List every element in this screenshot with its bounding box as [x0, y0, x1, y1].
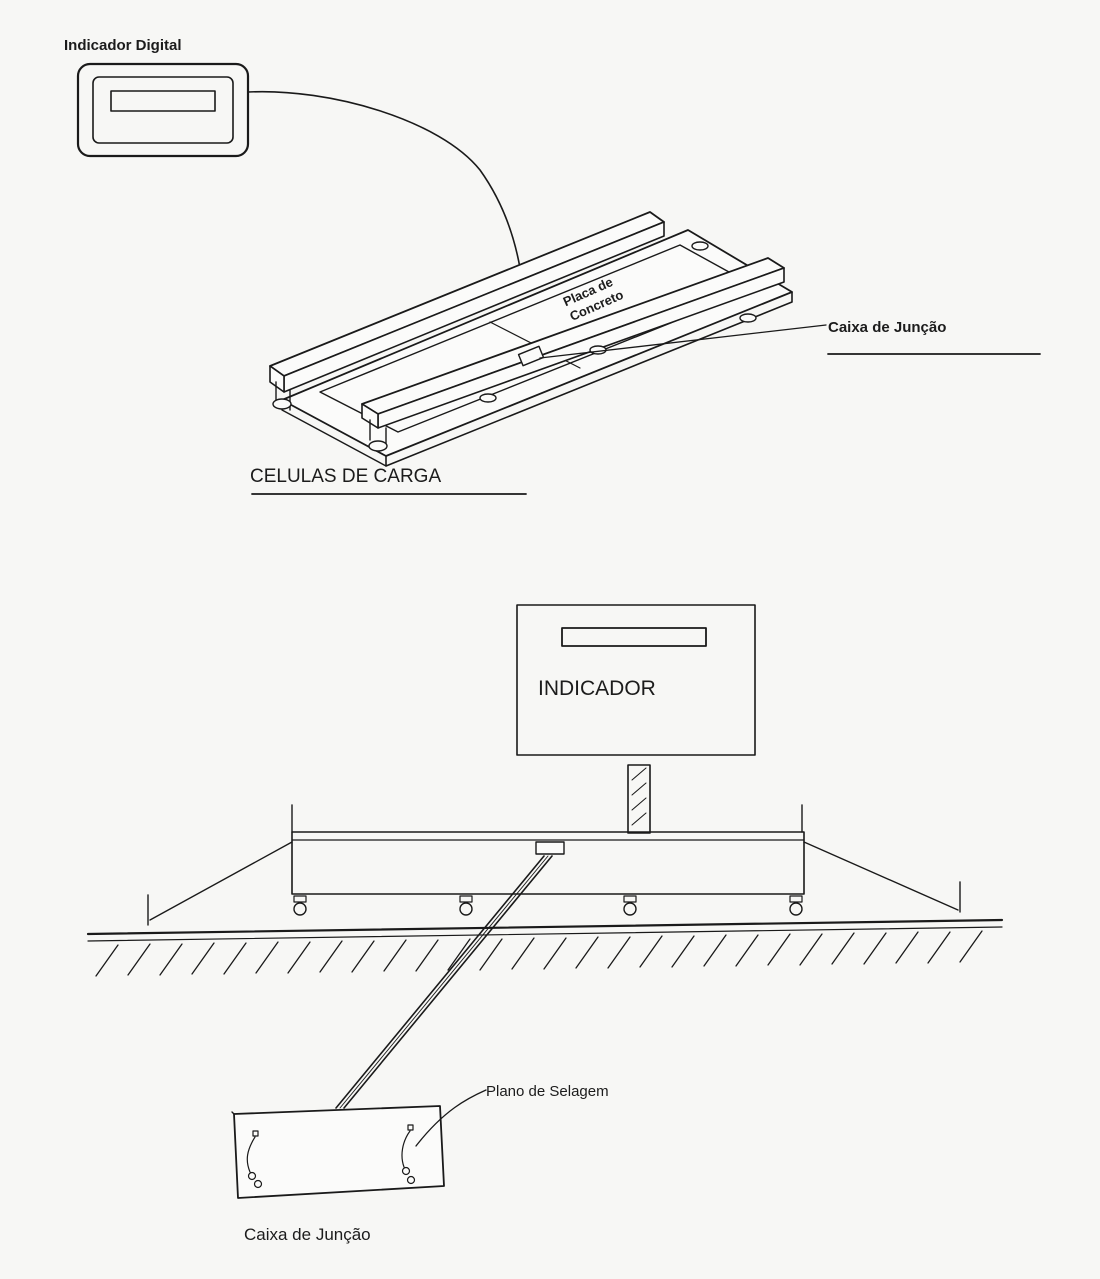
- sealing-points-right: [401, 1124, 416, 1185]
- platform-junction-box: [517, 345, 545, 367]
- weighbridge-platform: [269, 211, 793, 467]
- top-diagram: Indicador Digital: [64, 37, 1041, 495]
- load-cells-label: CELULAS DE CARGA: [250, 466, 441, 487]
- platform-side-view: [147, 804, 961, 926]
- bottom-junction-box-label: Caixa de Junção: [244, 1225, 371, 1244]
- top-junction-box-label: Caixa de Junção: [828, 319, 946, 336]
- indicator-cable: [247, 90, 521, 269]
- ground-line: [86, 918, 1004, 977]
- indicator-box: [516, 604, 756, 756]
- junction-cable-conduit: [335, 855, 553, 1109]
- bottom-diagram: INDICADOR: [86, 604, 1004, 1244]
- indicator-post: [627, 764, 651, 834]
- sealing-plane-label: Plano de Selagem: [486, 1083, 609, 1100]
- bottom-indicator-label: INDICADOR: [538, 677, 656, 700]
- junction-box-leader: [539, 324, 827, 359]
- bottom-junction-box: [231, 1105, 445, 1199]
- sealing-points-left: [246, 1130, 263, 1189]
- digital-indicator-label: Indicador Digital: [64, 37, 182, 54]
- sealing-plane-leader: [415, 1089, 487, 1147]
- load-cells-side-view: [293, 895, 803, 916]
- digital-indicator-device: [76, 62, 250, 158]
